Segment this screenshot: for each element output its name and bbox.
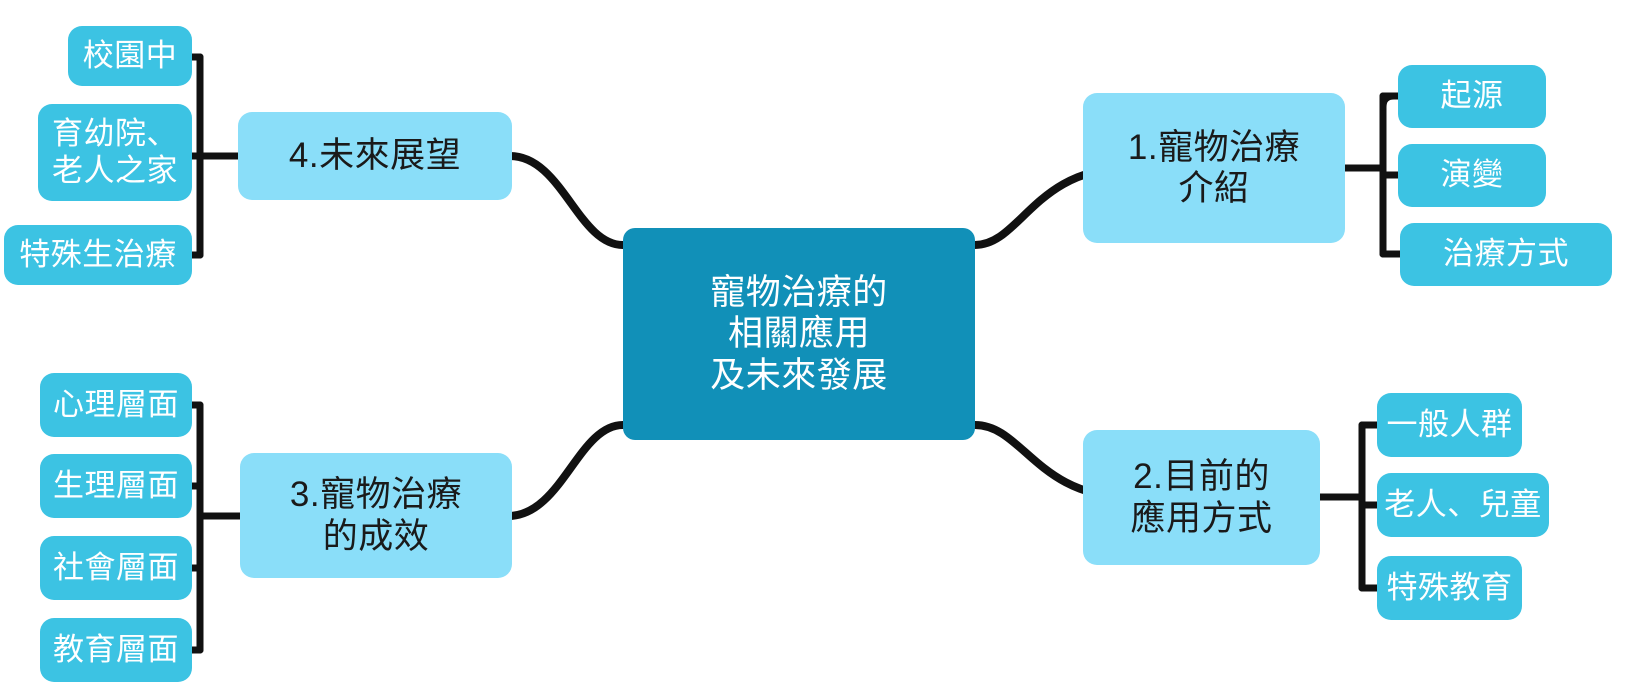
leaf-node-2-2[interactable]: 老人、兒童	[1377, 473, 1549, 537]
leaf-node-3-2[interactable]: 生理層面	[40, 454, 192, 518]
leaf-node-4-2[interactable]: 育幼院、 老人之家	[38, 104, 192, 201]
leaf-node-1-1[interactable]: 起源	[1398, 65, 1546, 128]
connector-center-to-branch-4	[506, 152, 627, 249]
branch-node-3[interactable]: 3.寵物治療 的成效	[240, 453, 512, 578]
connector-center-to-branch-3	[504, 421, 627, 520]
leaf-node-1-3[interactable]: 治療方式	[1400, 223, 1612, 286]
branch-node-1[interactable]: 1.寵物治療 介紹	[1083, 93, 1345, 243]
leaf-node-4-3[interactable]: 特殊生治療	[4, 225, 192, 285]
leaf-node-2-3[interactable]: 特殊教育	[1377, 556, 1522, 620]
leaf-node-2-1[interactable]: 一般人群	[1377, 393, 1522, 457]
leaf-node-4-1[interactable]: 校園中	[68, 26, 192, 86]
branch-node-2[interactable]: 2.目前的 應用方式	[1083, 430, 1320, 565]
leaf-node-1-2[interactable]: 演變	[1398, 144, 1546, 207]
leaf-node-3-1[interactable]: 心理層面	[40, 373, 192, 437]
branch-node-4[interactable]: 4.未來展望	[238, 112, 512, 200]
leaf-node-3-4[interactable]: 教育層面	[40, 618, 192, 682]
leaf-node-3-3[interactable]: 社會層面	[40, 536, 192, 600]
center-node[interactable]: 寵物治療的 相關應用 及未來發展	[623, 228, 975, 440]
